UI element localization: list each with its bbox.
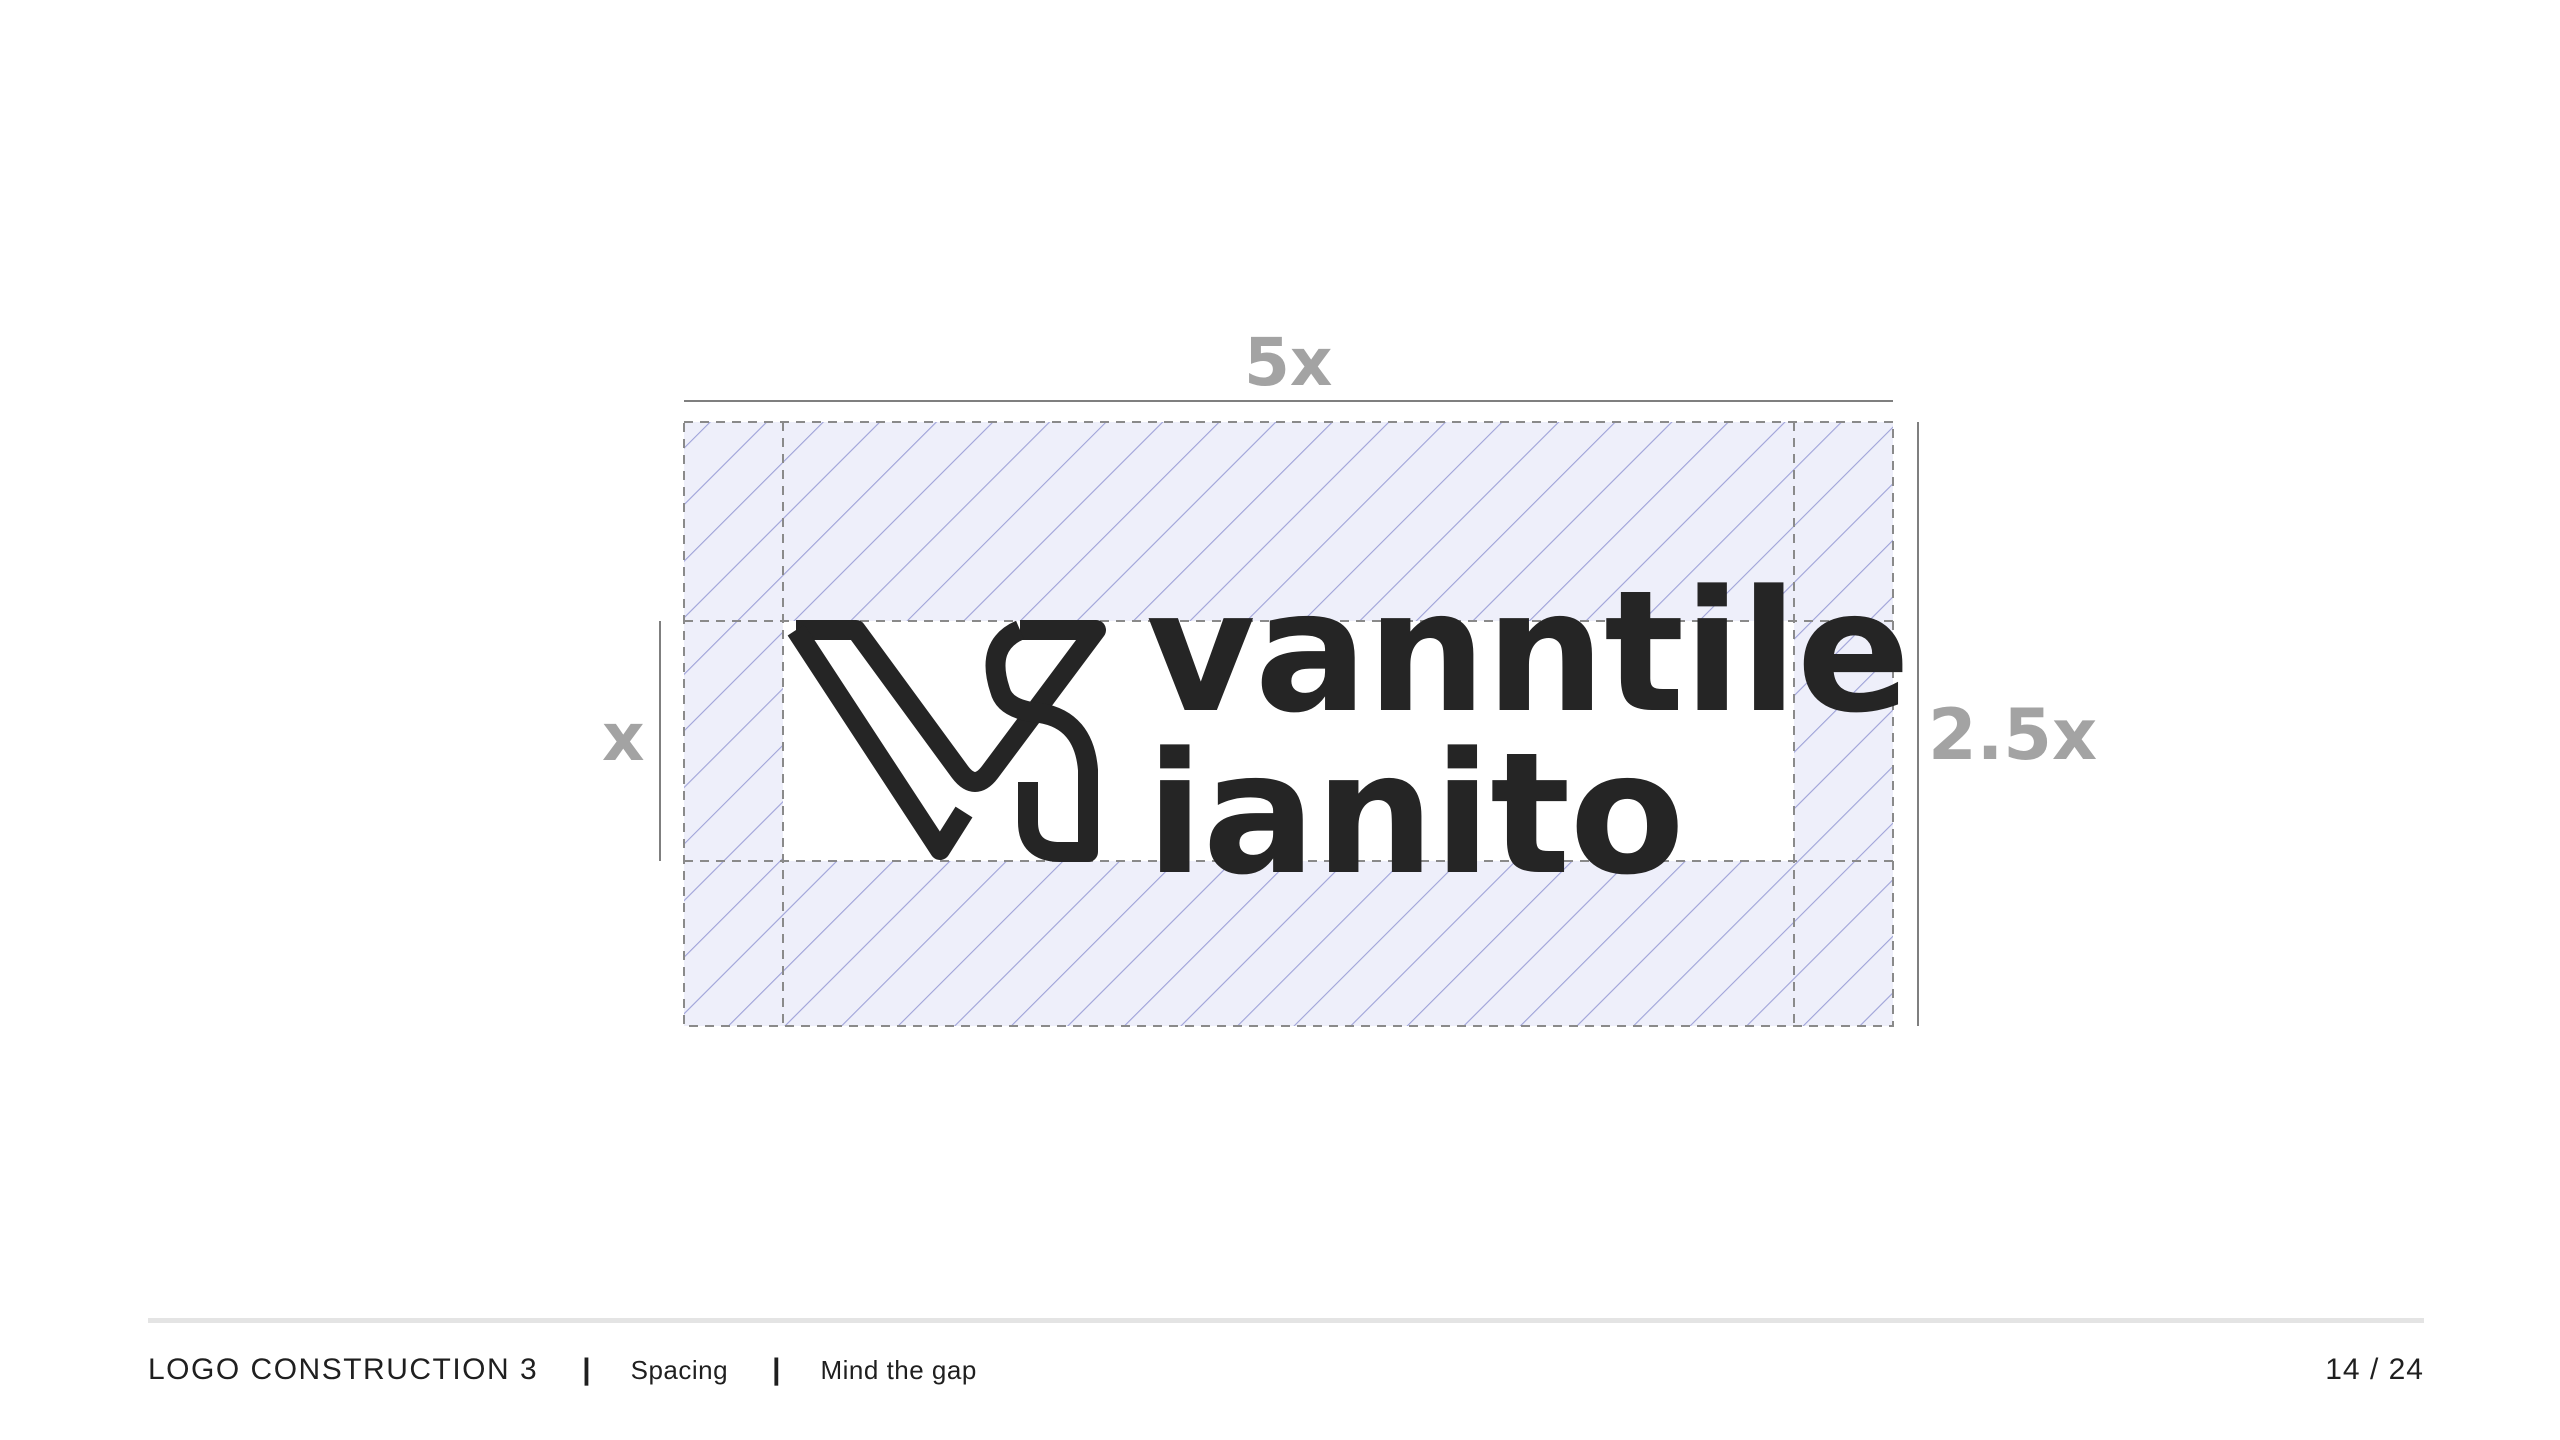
footer-divider: [148, 1318, 2424, 1323]
footer-separator: |: [582, 1353, 591, 1386]
height-dimension-label: 2.5x: [1928, 694, 2098, 776]
guide-lines: [683, 421, 1894, 1027]
v-monogram-icon: [787, 620, 1106, 862]
outer-guide: [683, 421, 1894, 1027]
clearspace-left: [684, 621, 783, 861]
footer-separator: |: [772, 1353, 781, 1386]
clearspace-top: [684, 422, 1893, 621]
width-dimension-label: 5x: [1244, 324, 1333, 401]
page-number: 14 / 24: [2325, 1353, 2424, 1386]
clearspace-right: [1794, 621, 1893, 861]
footer-subtopic: Mind the gap: [820, 1354, 977, 1385]
footer: LOGO CONSTRUCTION 3 | Spacing | Mind the…: [148, 1350, 2424, 1390]
clearspace-bottom: [684, 861, 1893, 1026]
logo-wordmark-line1: vanntile: [1146, 554, 1911, 750]
logo-wordmark-line2: ianito: [1146, 716, 1685, 912]
dimension-lines: [659, 400, 1919, 1026]
x-dimension-label: x: [602, 699, 645, 776]
footer-topic: Spacing: [630, 1354, 729, 1385]
footer-section-title: LOGO CONSTRUCTION 3: [148, 1353, 539, 1386]
